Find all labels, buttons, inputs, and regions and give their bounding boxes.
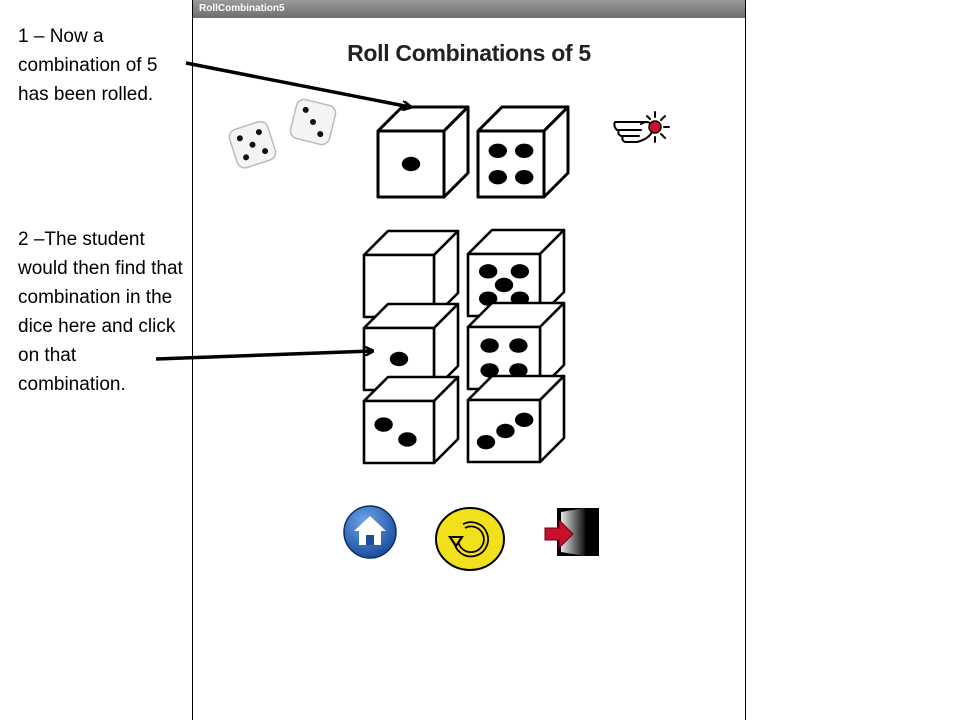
reset-button[interactable] — [434, 506, 506, 572]
die-pip — [401, 156, 421, 172]
die-pip — [509, 363, 528, 378]
choice-die-right[interactable] — [465, 373, 567, 465]
decorative-dice-icon — [228, 98, 337, 169]
die-pip — [398, 432, 417, 447]
page-title: Roll Combinations of 5 — [347, 40, 591, 66]
pointing-hand-icon — [613, 111, 670, 143]
choice-die-left[interactable] — [361, 374, 461, 466]
die-pip — [514, 412, 534, 428]
die-pip — [389, 351, 409, 367]
annotation-step-2: 2 –The student would then find that comb… — [18, 229, 183, 395]
die-pip — [494, 277, 514, 293]
die-pip — [478, 264, 498, 279]
annotation-step-1: 1 – Now a combination of 5 has been roll… — [18, 26, 158, 105]
die-pip — [480, 338, 499, 353]
rolled-die — [376, 105, 470, 199]
die-pip — [488, 143, 507, 158]
die-pip — [510, 264, 530, 279]
die-pip — [509, 338, 528, 353]
roll-button[interactable] — [611, 104, 681, 150]
exit-button[interactable] — [543, 506, 603, 560]
choice-die-right[interactable] — [465, 300, 567, 392]
die-pip — [476, 434, 496, 450]
window-title-bar: RollCombination5 — [193, 0, 745, 18]
die-pip — [480, 363, 499, 378]
rolled-die — [476, 105, 570, 199]
undo-icon — [448, 521, 489, 558]
die-pip — [515, 143, 534, 158]
die-pip — [515, 170, 534, 185]
die-pip — [496, 423, 515, 439]
app-window: RollCombination5 Roll Combinations of 5 — [192, 0, 746, 720]
exit-door-icon — [544, 508, 599, 556]
home-button[interactable] — [341, 505, 399, 559]
die-pip — [374, 417, 393, 432]
die-pip — [488, 170, 507, 185]
home-icon — [354, 516, 386, 545]
